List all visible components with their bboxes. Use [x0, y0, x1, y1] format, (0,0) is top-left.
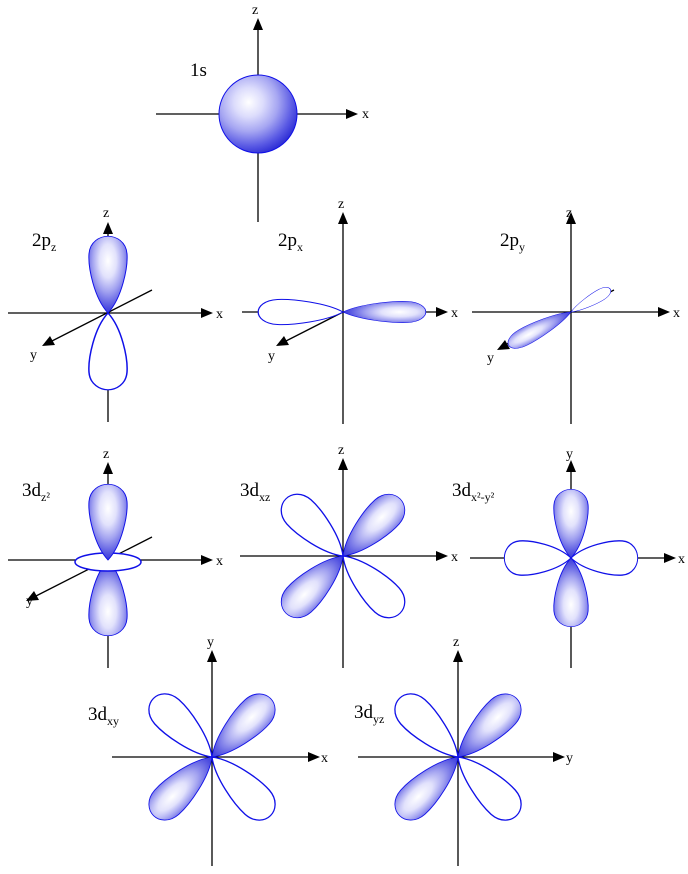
- label-3dx2-y2: 3dx²-y²: [452, 480, 495, 504]
- dx2y2-lobe-bottom: [553, 557, 589, 628]
- orbital-2px: x z y 2px: [242, 197, 458, 424]
- axis-label-z: z: [338, 443, 344, 458]
- orbital-1s: x z 1s: [156, 3, 369, 222]
- axis-label-z: z: [252, 3, 258, 18]
- axis-label-z: z: [103, 447, 109, 462]
- axis-label-x: x: [216, 554, 223, 569]
- axis-label-x: x: [673, 306, 680, 321]
- axis-label-x: x: [216, 307, 223, 322]
- axis-label-x: x: [321, 751, 328, 766]
- axis-label-x: x: [678, 552, 685, 567]
- axis-label-x: x: [362, 107, 369, 122]
- orbital-3dxy: x y 3dxy: [88, 635, 328, 866]
- dx2y2-lobe-left: [503, 540, 572, 576]
- pz-lobe-negative: [88, 312, 128, 391]
- s-sphere: [218, 74, 298, 154]
- px-lobe-positive: [342, 300, 427, 324]
- axis-label-y: y: [487, 351, 494, 366]
- label-2py: 2py: [500, 230, 525, 254]
- label-3dxy: 3dxy: [88, 704, 119, 728]
- pz-lobe-positive: [88, 235, 128, 314]
- axis-label-x: x: [451, 550, 458, 565]
- label-2px: 2px: [278, 230, 303, 254]
- axis-label-y: y: [26, 594, 33, 609]
- axis-label-z: z: [566, 206, 572, 221]
- label-2pz: 2pz: [32, 230, 56, 254]
- orbital-2py: x z y 2py: [472, 206, 680, 424]
- dz2-lobe-top: [88, 483, 128, 561]
- axis-label-y: y: [566, 447, 573, 462]
- dx2y2-lobe-right: [570, 540, 639, 576]
- orbital-3dyz: y z 3dyz: [354, 635, 573, 866]
- dx2y2-lobe-top: [553, 488, 589, 559]
- orbital-2pz: x z y 2pz: [8, 206, 223, 422]
- label-3dz2: 3dz²: [22, 480, 50, 504]
- axis-label-y: y: [566, 751, 573, 766]
- label-3dxz: 3dxz: [240, 480, 270, 504]
- px-lobe-negative: [257, 298, 344, 326]
- orbital-3dxz: x z 3dxz: [240, 443, 458, 668]
- axis-label-x: x: [451, 306, 458, 321]
- label-1s: 1s: [190, 60, 207, 81]
- axis-label-y: y: [268, 349, 275, 364]
- axis-label-z: z: [338, 197, 344, 212]
- axis-label-z: z: [103, 206, 109, 221]
- orbital-3dx2-y2: x y 3dx²-y²: [452, 447, 685, 668]
- axis-label-z: z: [453, 635, 459, 650]
- axis-label-y: y: [207, 635, 214, 650]
- orbital-3dz2: x z y 3dz²: [8, 447, 223, 668]
- axis-label-y: y: [30, 348, 37, 363]
- label-3dyz: 3dyz: [354, 702, 384, 726]
